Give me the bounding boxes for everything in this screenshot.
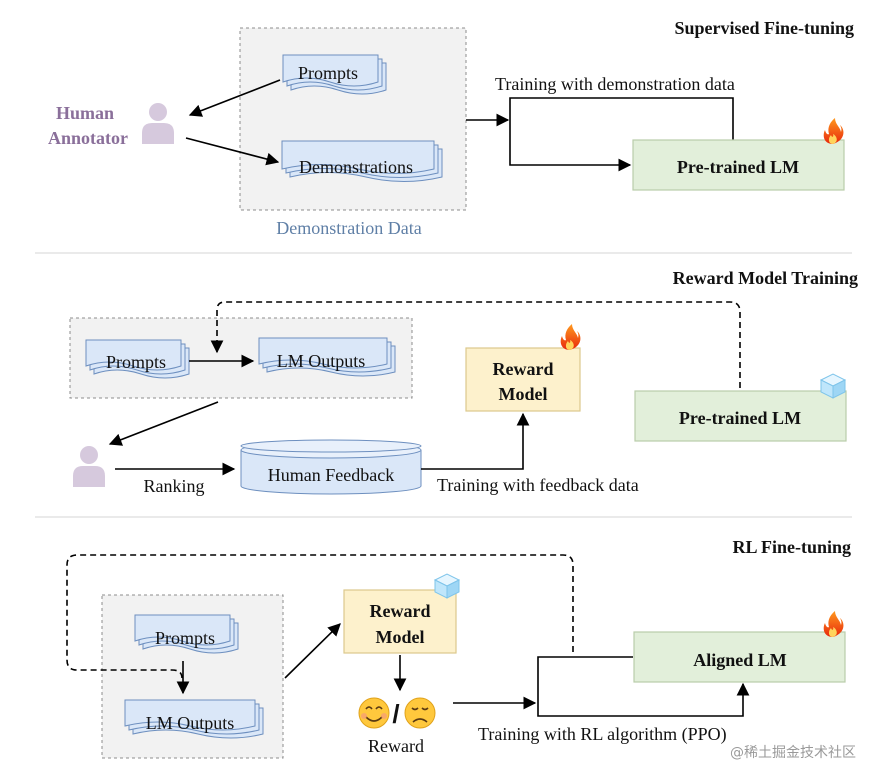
section-reward-model-training: Reward Model Training Prompts LM Outputs… [69, 268, 858, 496]
rm-prompts-doc-stack: Prompts [85, 339, 190, 379]
dashed-arrow-pretrained-to-lm-outputs [210, 301, 741, 388]
arrow-prompts-to-annotator [188, 79, 281, 117]
human-annotator-label-line1: Human [56, 103, 114, 123]
reward-label: Reward [368, 736, 424, 756]
reward-model-label-line1-rm: Reward [493, 359, 554, 379]
arrow-group-to-annotator [108, 401, 219, 446]
rl-lm-outputs-label: LM Outputs [146, 713, 235, 733]
pretrained-lm-box-sft [632, 139, 845, 191]
arrow-annotator-to-demonstrations [185, 137, 280, 166]
sft-edge-label: Training with demonstration data [495, 74, 735, 94]
prompts-doc-stack: Prompts [282, 54, 387, 95]
dashed-arrow-aligned-lm-to-lm-outputs [66, 554, 574, 679]
reward-model-box-rm [465, 347, 581, 412]
reward-model-box-rl [343, 589, 457, 654]
reward-model-label-line2-rm: Model [499, 384, 548, 404]
rl-edge-label: Training with RL algorithm (PPO) [478, 724, 727, 745]
section-supervised-fine-tuning: Supervised Fine-tuning Human Annotator D… [48, 18, 854, 238]
prompts-label: Prompts [298, 63, 358, 83]
smiling-face-icon [358, 697, 390, 729]
rl-lm-outputs-doc-stack: LM Outputs [124, 699, 264, 739]
watermark-label: @稀土掘金技术社区 [730, 745, 856, 761]
aligned-lm-box [633, 631, 846, 683]
fire-icon [823, 118, 844, 144]
reward-model-label-line1-rl: Reward [370, 601, 431, 621]
person-icon [142, 103, 174, 144]
human-feedback-label: Human Feedback [268, 465, 394, 485]
section-title-sft: Supervised Fine-tuning [674, 18, 854, 38]
person-icon [73, 446, 105, 487]
ice-cube-icon [433, 573, 461, 599]
rm-prompts-label: Prompts [106, 352, 166, 372]
rl-training-loop-arrow [537, 656, 750, 717]
fire-icon [560, 324, 581, 350]
section-title-rm: Reward Model Training [673, 268, 858, 288]
pretrained-lm-box-rm [634, 390, 847, 442]
arrow-lm-outputs-to-reward-model [284, 623, 341, 679]
rl-prompts-doc-stack: Prompts [134, 614, 239, 654]
ice-cube-icon [819, 373, 847, 399]
reward-model-label-line2-rl: Model [376, 627, 425, 647]
demonstrations-doc-stack: Demonstrations [281, 140, 443, 182]
human-feedback-database: Human Feedback [240, 439, 422, 495]
reward-slash: / [392, 699, 399, 729]
rm-lm-outputs-label: LM Outputs [277, 351, 366, 371]
ranking-label: Ranking [144, 476, 205, 496]
section-rl-fine-tuning: RL Fine-tuning Prompts LM Outputs Reward… [66, 537, 856, 761]
pretrained-lm-label-sft: Pre-trained LM [677, 157, 799, 177]
rm-lm-outputs-doc-stack: LM Outputs [258, 337, 396, 377]
demonstrations-label: Demonstrations [299, 157, 413, 177]
rl-prompts-label: Prompts [155, 628, 215, 648]
rm-edge-label: Training with feedback data [437, 475, 639, 495]
demonstration-data-label: Demonstration Data [276, 218, 421, 238]
aligned-lm-label: Aligned LM [693, 650, 787, 670]
disappointed-face-icon [404, 697, 436, 729]
arrow-feedback-to-reward-model [421, 412, 530, 470]
sft-training-loop-arrow [509, 97, 734, 172]
fire-icon [823, 611, 844, 637]
section-title-rl: RL Fine-tuning [732, 537, 851, 557]
human-annotator-label-line2: Annotator [48, 128, 128, 148]
pretrained-lm-label-rm: Pre-trained LM [679, 408, 801, 428]
